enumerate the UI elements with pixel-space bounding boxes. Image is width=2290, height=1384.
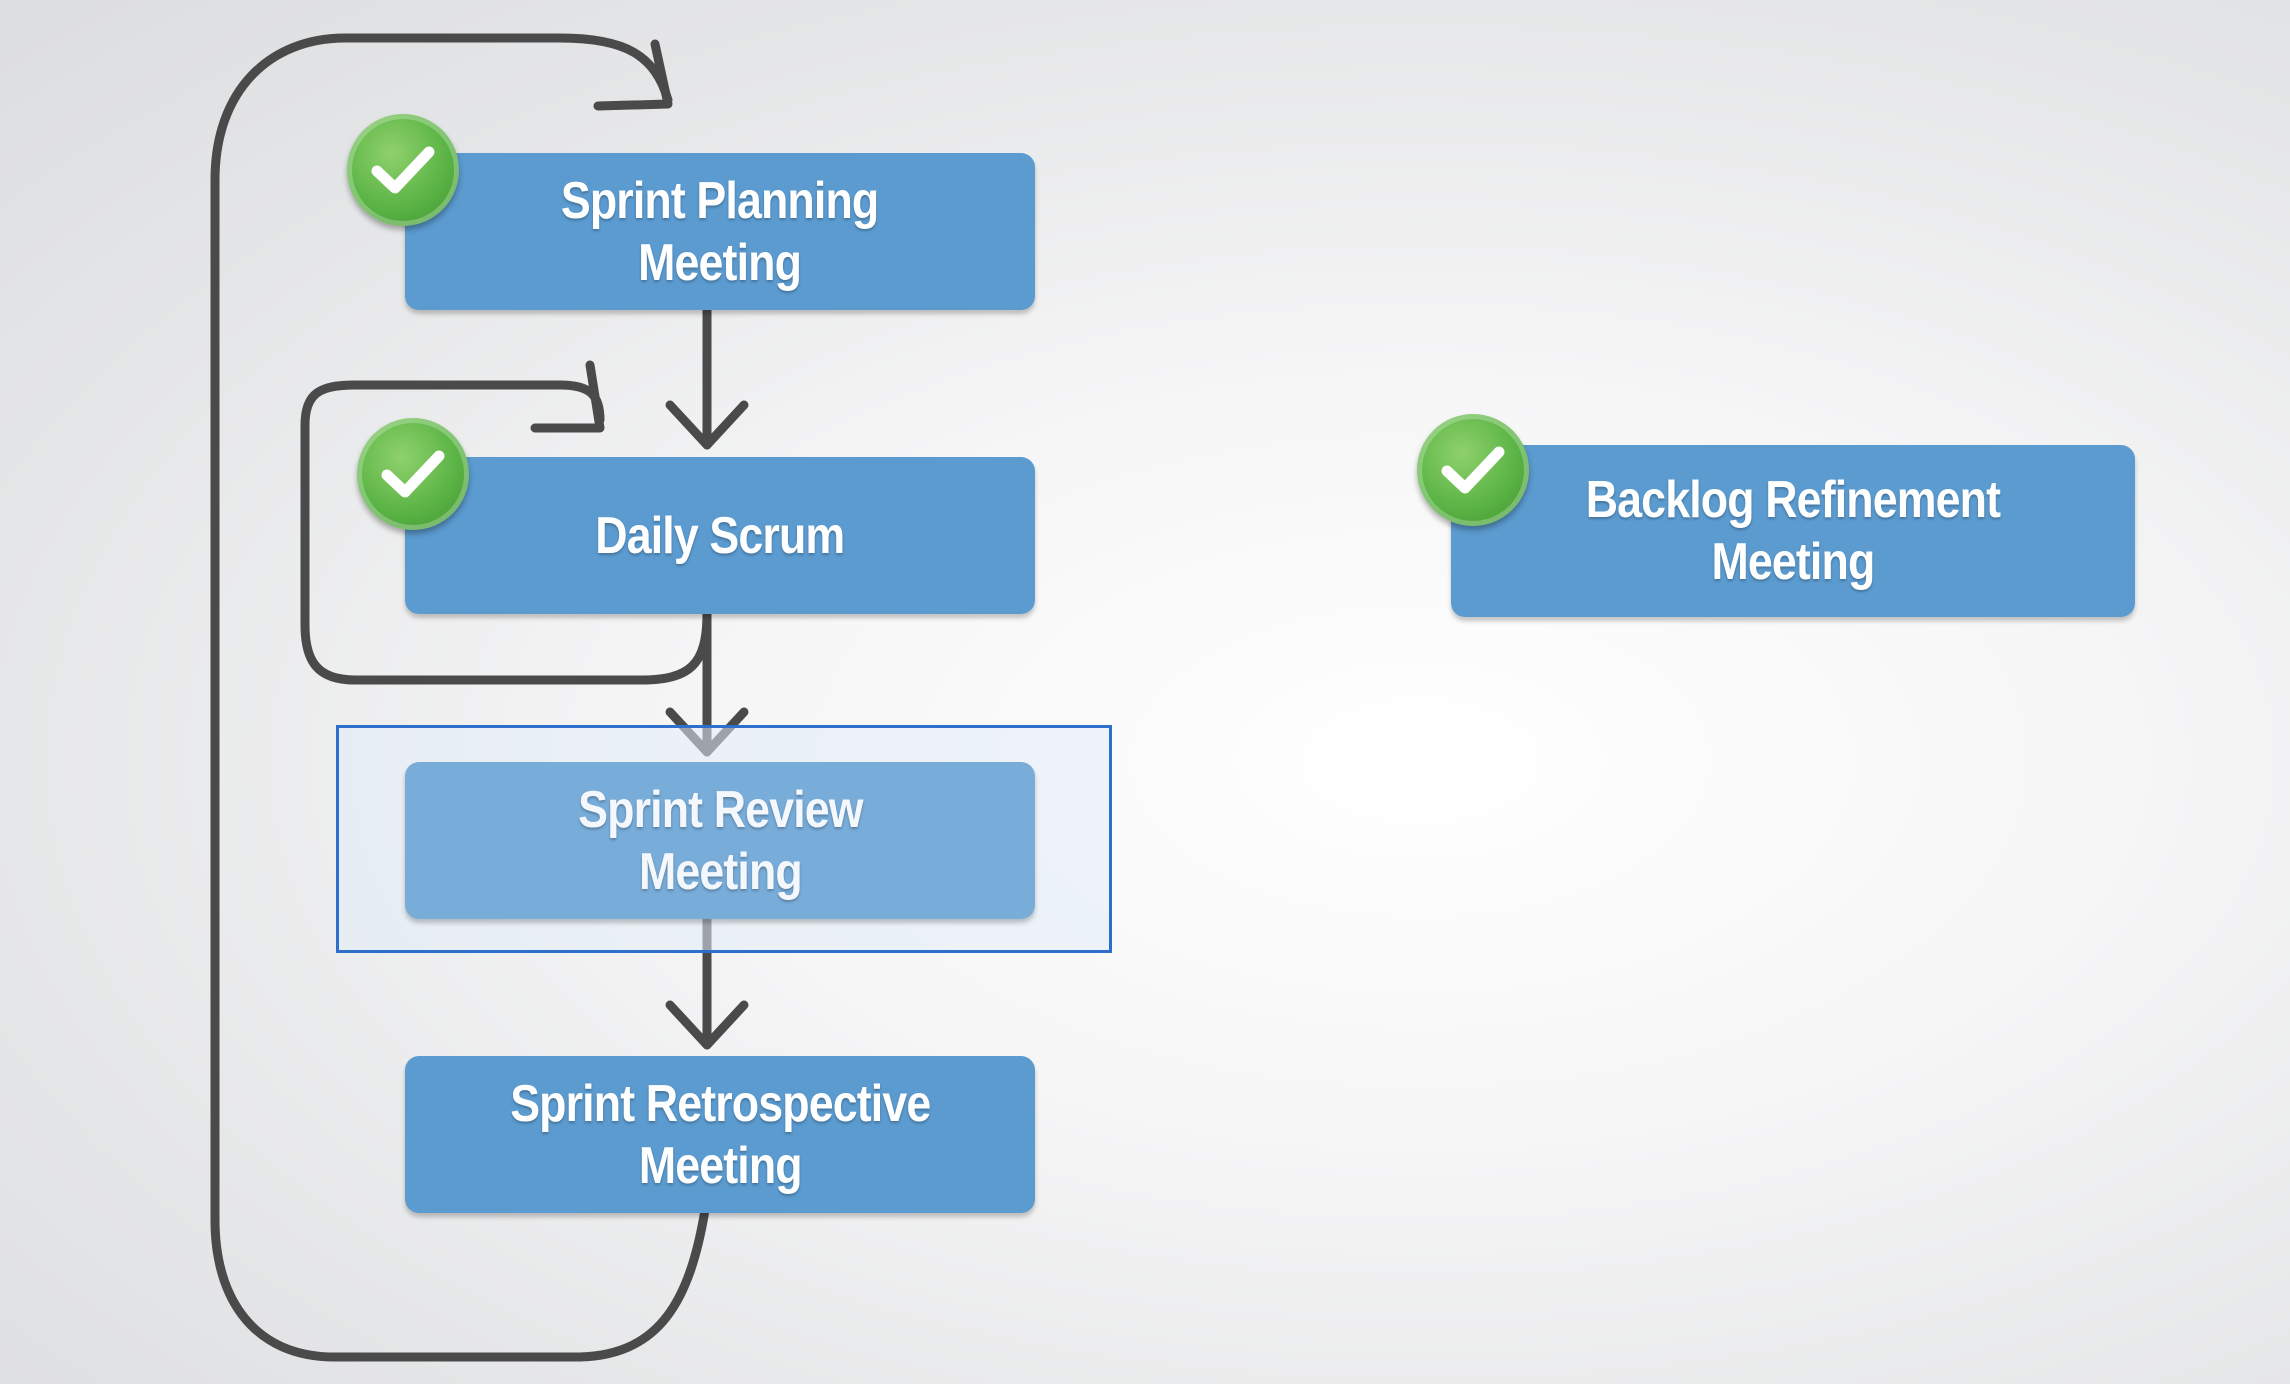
daily-loop-arrow-head xyxy=(530,360,605,433)
outer-loop-arrow xyxy=(210,33,710,1362)
node-daily-scrum[interactable]: Daily Scrum xyxy=(405,457,1035,614)
node-sprint-review[interactable]: Sprint Review Meeting xyxy=(405,762,1035,919)
check-icon xyxy=(1417,414,1529,526)
node-label: Sprint Planning Meeting xyxy=(561,171,879,292)
outer-loop-arrow-head xyxy=(593,39,673,111)
node-sprint-planning[interactable]: Sprint Planning Meeting xyxy=(405,153,1035,310)
node-label: Daily Scrum xyxy=(595,506,845,565)
check-icon xyxy=(347,114,459,226)
node-backlog-refinement[interactable]: Backlog Refinement Meeting xyxy=(1451,445,2135,617)
daily-loop-arrow xyxy=(300,380,712,685)
node-label: Sprint Review Meeting xyxy=(577,780,863,901)
node-label: Sprint Retrospective Meeting xyxy=(509,1074,931,1195)
check-icon xyxy=(357,418,469,530)
node-label: Backlog Refinement Meeting xyxy=(1585,471,2001,591)
arrow-review-to-retro-head xyxy=(665,1000,749,1050)
arrow-planning-to-daily-head xyxy=(665,400,749,450)
node-sprint-retrospective[interactable]: Sprint Retrospective Meeting xyxy=(405,1056,1035,1213)
